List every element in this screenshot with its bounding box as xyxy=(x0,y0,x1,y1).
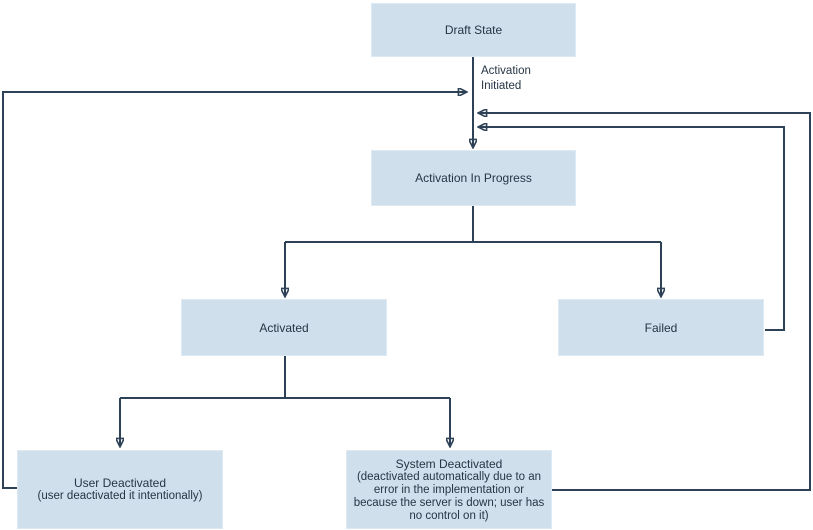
node-system-deactivated-sublabel: (deactivated automatically due to an err… xyxy=(353,470,545,522)
node-user-deactivated: User Deactivated (user deactivated it in… xyxy=(17,450,223,529)
node-failed-label: Failed xyxy=(644,320,678,335)
node-user-deactivated-sublabel: (user deactivated it intentionally) xyxy=(37,490,203,502)
edge-user-deactivated-loop xyxy=(2,92,466,489)
node-activation-in-progress-label: Activation In Progress xyxy=(415,171,532,185)
node-system-deactivated: System Deactivated (deactivated automati… xyxy=(346,450,552,529)
node-activated-label: Activated xyxy=(259,320,309,335)
edge-system-deactivated-loop xyxy=(479,113,811,491)
node-system-deactivated-label: System Deactivated xyxy=(395,456,503,471)
edge-failed-loop xyxy=(479,127,785,331)
edge-label-activation-initiated: Activation Initiated xyxy=(481,65,531,92)
node-draft-state-label: Draft State xyxy=(444,23,503,37)
node-activation-in-progress: Activation In Progress xyxy=(371,150,576,206)
node-user-deactivated-label: User Deactivated xyxy=(73,476,167,490)
node-draft-state: Draft State xyxy=(371,3,576,57)
node-activated: Activated xyxy=(181,299,387,356)
node-failed: Failed xyxy=(558,299,764,356)
